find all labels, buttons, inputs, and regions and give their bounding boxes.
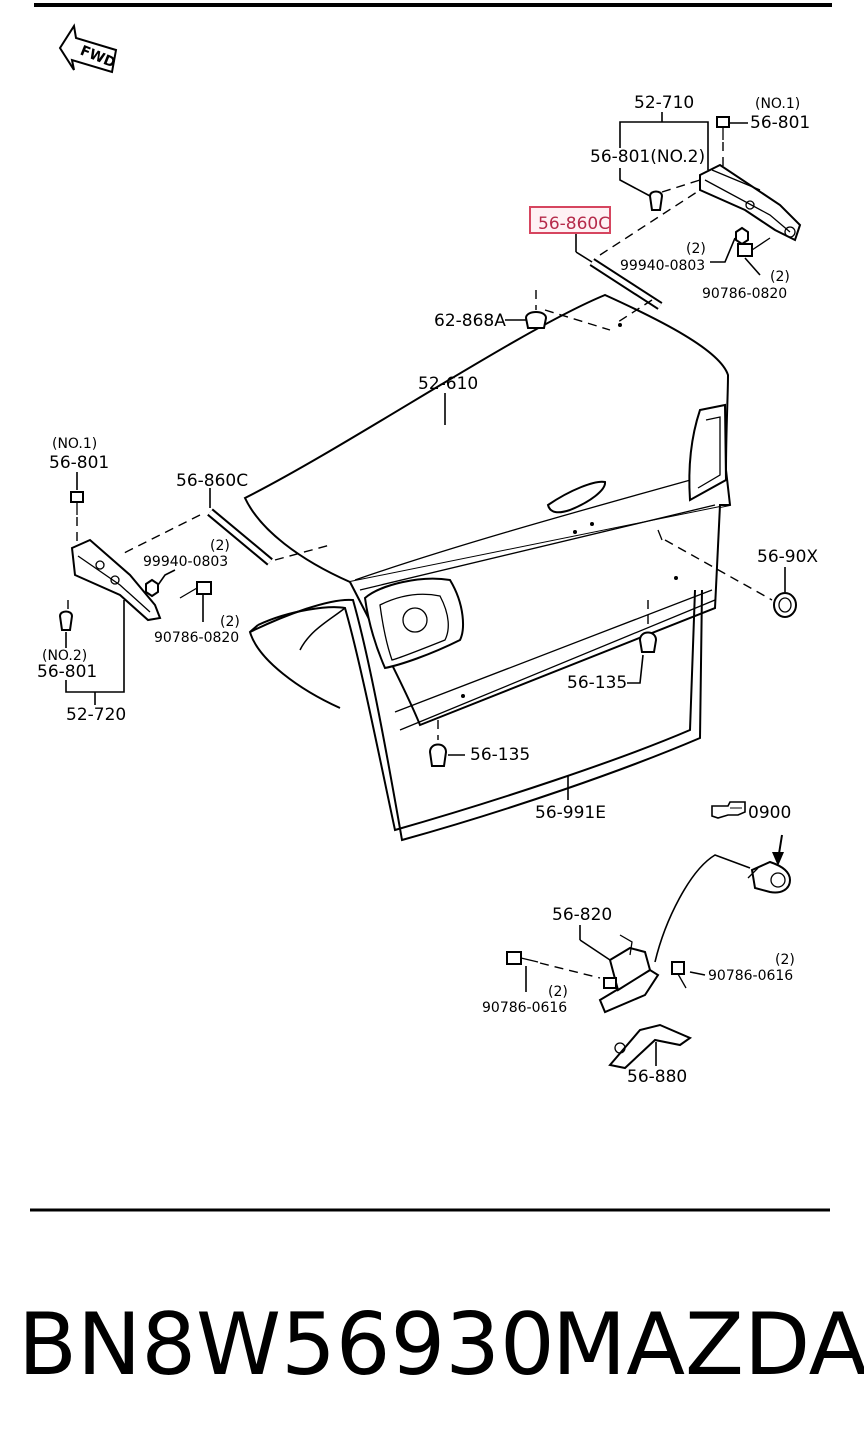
label-nut-right: 99940-0803 xyxy=(620,258,705,274)
right-bumper-stop xyxy=(638,600,658,653)
label-weatherstrip: 56-991E xyxy=(535,803,606,823)
right-hinge xyxy=(699,163,802,242)
right-hinge-bolt xyxy=(737,237,771,257)
left-hinge xyxy=(70,538,162,622)
label-lock: 56-820 xyxy=(552,905,612,925)
label-bolt-no1-left: 56-801 xyxy=(49,453,109,473)
right-hinge-bolt-no1 xyxy=(716,116,730,170)
label-bumper-top: 62-868A xyxy=(434,311,506,331)
label-bolt-right-qty: (2) xyxy=(770,269,790,285)
key-cylinder xyxy=(747,860,792,894)
label-striker: 56-880 xyxy=(627,1067,687,1087)
label-bumper-left: 56-135 xyxy=(470,745,530,765)
left-hinge-nut xyxy=(145,578,159,598)
top-bumper xyxy=(524,290,611,331)
left-gas-strut xyxy=(119,508,331,566)
striker xyxy=(608,1023,693,1070)
label-bolt-no2-right: 56-801(NO.2) xyxy=(590,147,705,167)
label-bolt-no2-left-qual: (NO.2) xyxy=(42,648,87,664)
weatherstrip-seal xyxy=(248,589,703,842)
leader-lines xyxy=(65,112,786,1066)
fwd-arrow-icon: FWD xyxy=(58,23,118,74)
lock-bolt-left xyxy=(506,951,601,979)
left-hinge-bolt xyxy=(179,581,212,599)
pointing-hand-icon xyxy=(711,801,746,819)
ref-arrow xyxy=(772,834,784,866)
footer-part-number: BN8W56930 xyxy=(18,1295,555,1395)
right-gas-strut xyxy=(589,189,701,323)
lock-bolt-right xyxy=(671,961,687,989)
left-hinge-bolt-no1 xyxy=(70,491,84,545)
label-bolt-no1-left-qual: (NO.1) xyxy=(52,436,97,452)
label-bolt-left-qty: (2) xyxy=(220,614,240,630)
label-hinge-right: 52-710 xyxy=(634,93,694,113)
label-bolt-no1-right: 56-801 xyxy=(750,113,810,133)
label-lock-bolt-left: 90786-0616 xyxy=(482,1000,567,1016)
latch-lock xyxy=(598,934,660,1014)
plug-grommet xyxy=(664,539,797,618)
label-bolt-no2-left: 56-801 xyxy=(37,662,97,682)
trunk-lid xyxy=(243,293,732,731)
label-nut-right-qty: (2) xyxy=(686,241,706,257)
label-bolt-right: 90786-0820 xyxy=(702,286,787,302)
highlight-box xyxy=(529,206,611,234)
footer-brand: MAZDA xyxy=(552,1295,864,1395)
label-nut-left-qty: (2) xyxy=(210,538,230,554)
right-hinge-bolt-no2 xyxy=(648,179,701,211)
left-bumper-stop xyxy=(428,720,448,767)
label-lock-bolt-right-qty: (2) xyxy=(775,952,795,968)
label-strut-right: 56-860C xyxy=(538,214,610,234)
label-hinge-left: 52-720 xyxy=(66,705,126,725)
left-hinge-bolt-no2 xyxy=(58,600,74,631)
label-bumper-right: 56-135 xyxy=(567,673,627,693)
release-cable xyxy=(654,854,751,963)
label-lid: 52-610 xyxy=(418,374,478,394)
label-lock-bolt-left-qty: (2) xyxy=(548,984,568,1000)
label-plug: 56-90X xyxy=(757,547,818,567)
label-lock-bolt-right: 90786-0616 xyxy=(708,968,793,984)
label-ref-page: 0900 xyxy=(748,803,791,823)
label-nut-left: 99940-0803 xyxy=(143,554,228,570)
label-strut-left: 56-860C xyxy=(176,471,248,491)
label-bolt-no1-right-qual: (NO.1) xyxy=(755,96,800,112)
label-bolt-left: 90786-0820 xyxy=(154,630,239,646)
right-hinge-nut xyxy=(735,226,749,246)
